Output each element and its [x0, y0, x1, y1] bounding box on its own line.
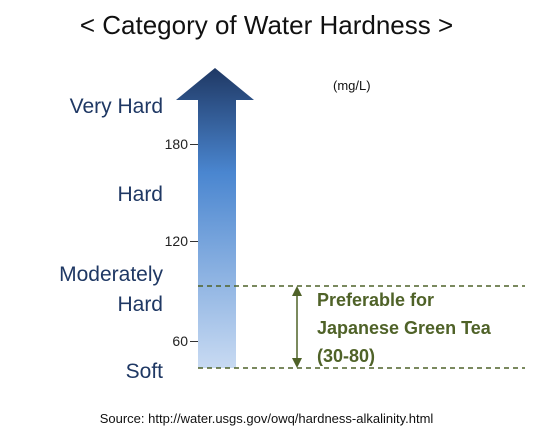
category-moderately-hard-line1: Moderately — [59, 263, 163, 286]
category-hard: Hard — [117, 183, 163, 206]
source-citation: Source: http://water.usgs.gov/owq/hardne… — [99, 411, 434, 426]
preferable-line2: Japanese Green Tea — [317, 318, 491, 338]
hardness-arrow — [176, 68, 254, 368]
category-moderately-hard-line2: Hard — [117, 293, 163, 316]
tick-label-120: 120 — [164, 233, 188, 249]
tick-mark-180 — [190, 144, 198, 145]
preferable-range-label: Preferable for Japanese Green Tea (30-80… — [317, 286, 527, 370]
preferable-line3: (30-80) — [317, 346, 376, 366]
tick-mark-120 — [190, 241, 198, 242]
range-arrow-up-icon — [292, 286, 302, 296]
category-very-hard: Very Hard — [69, 95, 163, 118]
tick-mark-60 — [190, 341, 198, 342]
range-arrow-down-icon — [292, 358, 302, 368]
unit-label: (mg/L) — [333, 78, 371, 93]
diagram-title: < Category of Water Hardness > — [79, 10, 454, 40]
tick-label-180: 180 — [164, 136, 188, 152]
tick-label-60: 60 — [172, 333, 188, 349]
category-soft: Soft — [125, 360, 163, 383]
preferable-line1: Preferable for — [317, 290, 435, 310]
category-moderately-hard: Moderately Hard — [59, 260, 163, 320]
